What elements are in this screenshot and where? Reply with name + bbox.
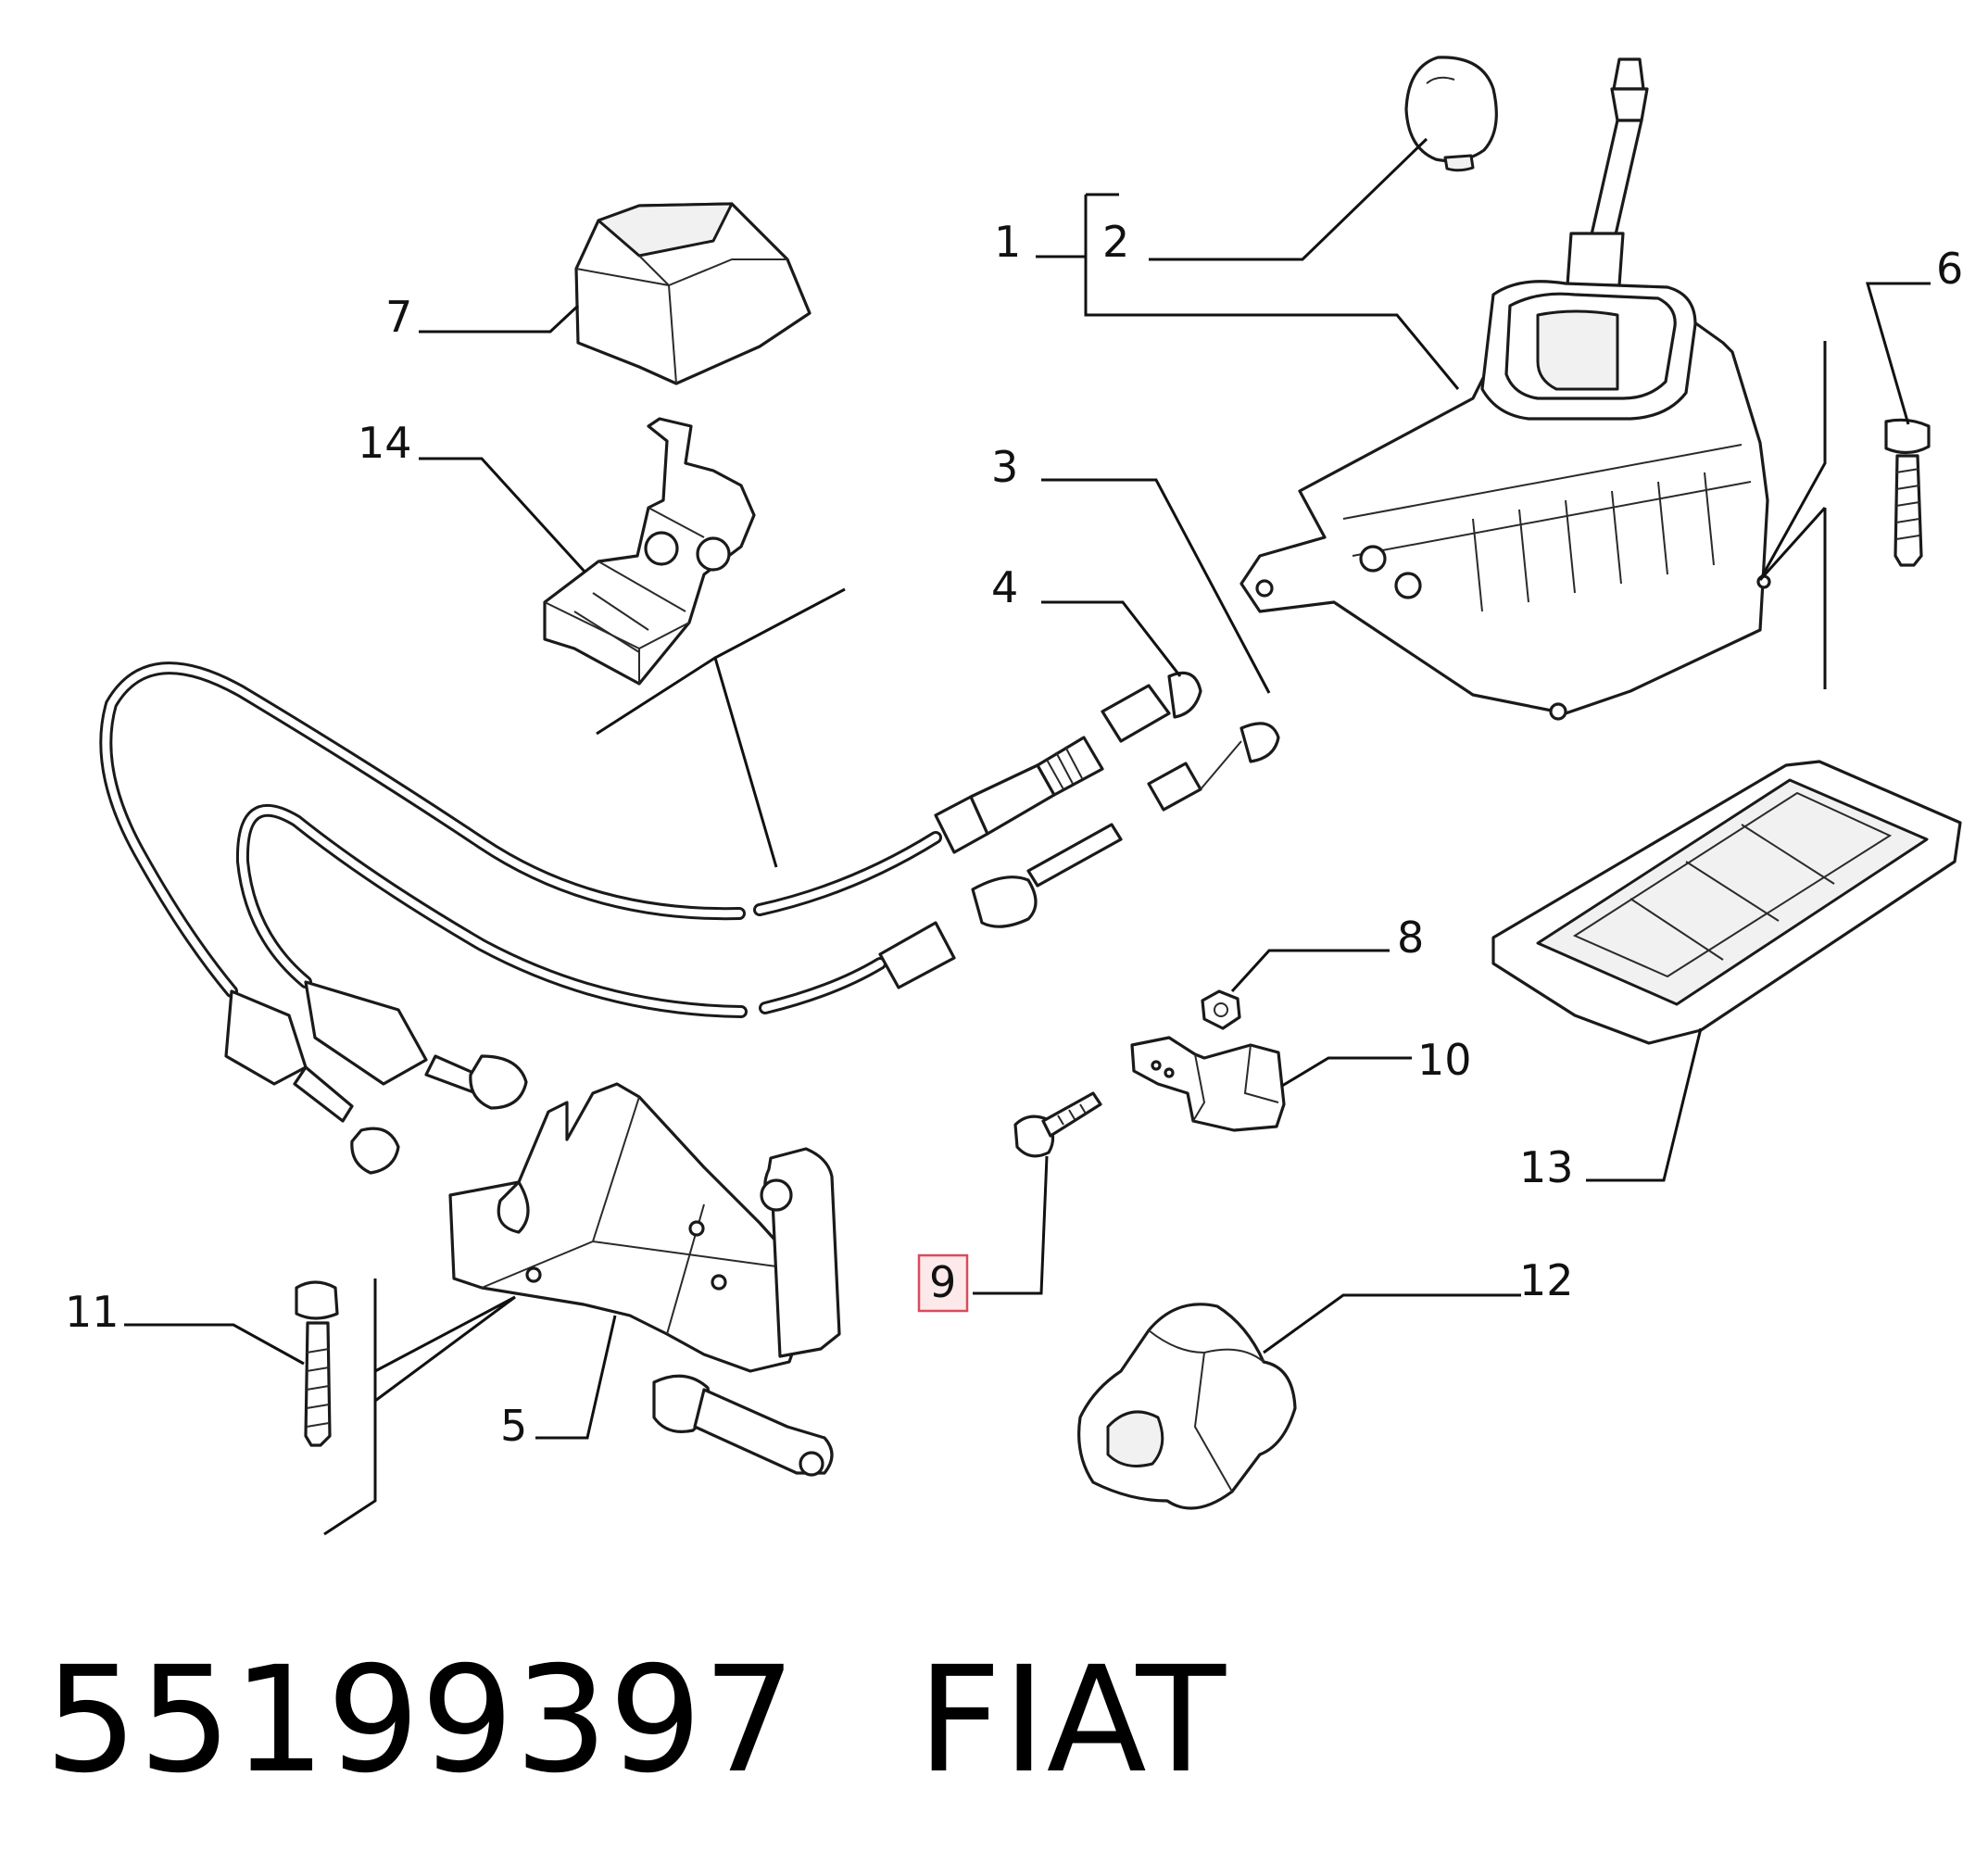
gear-knob-part bbox=[1404, 56, 1498, 172]
callout-6: 6 bbox=[1936, 244, 1963, 294]
bushing-part-12 bbox=[1077, 1303, 1297, 1510]
gear-cables bbox=[99, 661, 1280, 1175]
callout-13: 13 bbox=[1519, 1142, 1574, 1192]
leader-lines bbox=[124, 137, 1931, 1440]
callout-10: 10 bbox=[1417, 1035, 1472, 1085]
callout-7: 7 bbox=[385, 292, 412, 342]
callout-labels: 1 2 3 4 5 6 7 8 9 10 11 12 13 14 bbox=[65, 217, 1963, 1451]
callout-8: 8 bbox=[1397, 913, 1424, 963]
clip-part-10 bbox=[1130, 1036, 1286, 1132]
part-number: 55199397 bbox=[44, 1635, 798, 1806]
cover-part-7 bbox=[574, 202, 812, 385]
callout-1: 1 bbox=[994, 217, 1021, 267]
mounting-bracket-part-5 bbox=[448, 1082, 841, 1477]
grouping-lines bbox=[323, 193, 1827, 1536]
brand-name: FIAT bbox=[917, 1635, 1227, 1806]
callout-4: 4 bbox=[991, 562, 1018, 612]
bolt-part-11 bbox=[295, 1280, 339, 1447]
gear-lever-housing-part bbox=[1239, 57, 1771, 721]
callout-9-highlight bbox=[917, 1253, 969, 1313]
callout-3: 3 bbox=[991, 442, 1018, 492]
nut-part-8 bbox=[1201, 989, 1241, 1030]
callout-14: 14 bbox=[358, 418, 412, 468]
callout-2: 2 bbox=[1102, 217, 1129, 267]
callout-12: 12 bbox=[1519, 1255, 1574, 1305]
callout-5: 5 bbox=[500, 1401, 527, 1451]
callout-9: 9 bbox=[929, 1257, 956, 1307]
bezel-part-13 bbox=[1491, 760, 1962, 1045]
part-number-footer: 55199397 FIAT bbox=[44, 1635, 1227, 1806]
bolt-part-6 bbox=[1884, 418, 1931, 567]
callout-11: 11 bbox=[65, 1287, 120, 1337]
bracket-part-14 bbox=[543, 417, 756, 686]
screw-part-9 bbox=[1013, 1091, 1102, 1158]
